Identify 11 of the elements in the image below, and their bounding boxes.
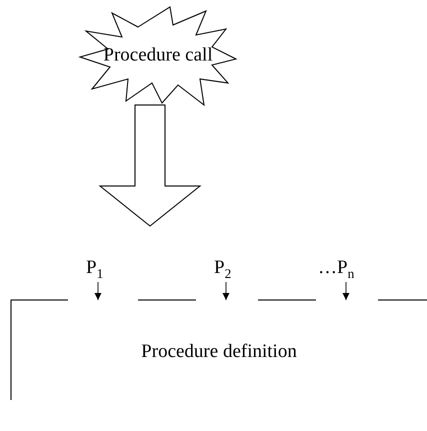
parameter-label: P$_{1}$ <box>86 258 104 282</box>
arrow <box>342 282 350 300</box>
parameter-label: …P$_{n}$ <box>318 258 354 282</box>
node-label: Procedure call <box>103 46 213 66</box>
arrow <box>222 282 230 300</box>
open-box-outline <box>11 300 427 400</box>
starburst-shape <box>78 5 238 107</box>
node-label: Procedure definition <box>141 342 297 363</box>
block-arrow <box>98 104 202 227</box>
parameter-label: P$_{2}$ <box>214 258 232 282</box>
arrow <box>94 282 102 300</box>
